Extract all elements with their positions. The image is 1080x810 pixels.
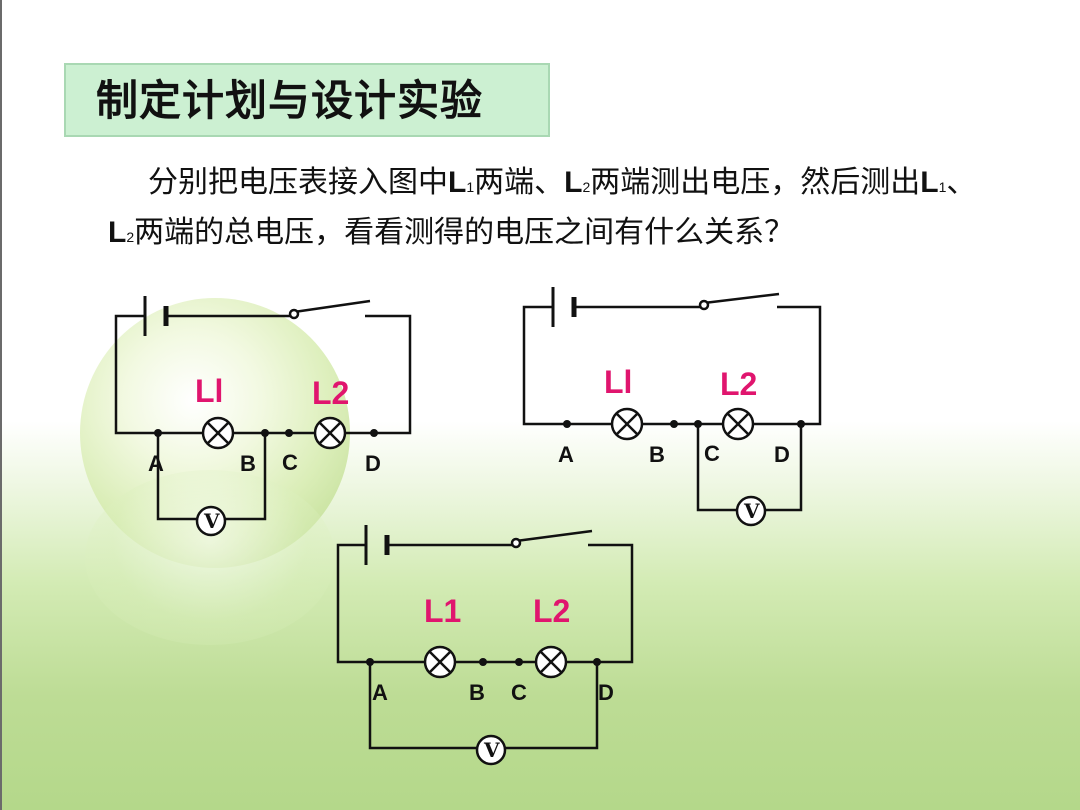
circuit-1-node-c-label: C xyxy=(282,450,298,475)
circuit-1-lamp-1-label: Ll xyxy=(195,373,223,409)
circuit-1-node-d-label: D xyxy=(365,451,381,476)
desc-text-3: 两端测出电压，然后测出 xyxy=(590,165,921,200)
circuit-2-lamp-1 xyxy=(610,407,644,441)
circuit-2-node-d-label: D xyxy=(774,442,790,467)
circuit-3 xyxy=(336,525,634,766)
circuit-2-voltmeter xyxy=(735,495,767,527)
circuit-1-node-d-dot xyxy=(370,429,378,437)
circuit-3-battery xyxy=(364,525,390,565)
circuit-3-voltmeter-label: V xyxy=(483,738,500,762)
circuit-1-switch xyxy=(288,299,371,320)
circuit-2-node-c-label: C xyxy=(704,441,720,466)
circuit-2-battery xyxy=(551,287,577,327)
desc-label-l1-second: L1 xyxy=(920,166,947,199)
circuit-1-lamp-1 xyxy=(201,416,235,450)
circuit-3-lamp-1-label: L1 xyxy=(424,593,461,629)
desc-text-1: 分别把电压表接入图中 xyxy=(148,165,448,200)
circuit-3-lamp-2 xyxy=(534,645,568,679)
desc-text-2: 两端、 xyxy=(474,165,565,200)
desc-text-5: 两端的总电压，看看测得的电压之间有什么关系？ xyxy=(134,215,795,250)
circuit-3-lamp-2-label: L2 xyxy=(533,593,570,629)
circuit-3-voltmeter-wire xyxy=(368,662,599,750)
circuit-1-lamp-2 xyxy=(313,416,347,450)
circuit-1 xyxy=(114,296,412,537)
circuit-1-node-c-dot xyxy=(285,429,293,437)
desc-label-l2-second: L2 xyxy=(108,216,135,249)
circuit-1-battery xyxy=(143,296,169,336)
circuit-3-node-c-dot xyxy=(515,658,523,666)
circuit-3-voltmeter xyxy=(475,734,507,766)
circuit-1-node-a-label: A xyxy=(148,451,164,476)
circuit-3-switch xyxy=(510,529,593,549)
circuit-3-node-b-dot xyxy=(479,658,487,666)
desc-label-l1: L1 xyxy=(448,166,475,199)
circuit-3-wire xyxy=(336,543,634,664)
circuit-2-node-a-dot xyxy=(563,420,571,428)
circuit-1-node-b-label: B xyxy=(240,451,256,476)
circuit-3-node-b-label: B xyxy=(469,680,485,705)
circuit-1-lamp-2-label: L2 xyxy=(312,375,349,411)
title-box: 制定计划与设计实验 xyxy=(64,63,550,137)
circuit-1-voltmeter-label: V xyxy=(203,509,220,533)
circuit-2-node-a-label: A xyxy=(558,442,574,467)
circuit-3-node-a-label: A xyxy=(372,680,388,705)
circuit-2-lamp-2 xyxy=(721,407,755,441)
circuit-2 xyxy=(522,287,822,527)
circuit-3-node-c-label: C xyxy=(511,680,527,705)
circuit-3-lamp-1 xyxy=(423,645,457,679)
circuit-3-node-d-label: D xyxy=(598,680,614,705)
experiment-description: 分别把电压表接入图中L1两端、L2两端测出电压，然后测出L1、L2两端的总电压，… xyxy=(108,160,988,260)
circuit-1-voltmeter xyxy=(195,505,227,537)
desc-label-l2: L2 xyxy=(564,166,591,199)
circuit-2-lamp-2-label: L2 xyxy=(720,366,757,402)
slide-left-border xyxy=(0,0,2,810)
circuit-2-voltmeter-label: V xyxy=(743,499,760,523)
circuit-2-lamp-1-label: Ll xyxy=(604,364,632,400)
slide-title: 制定计划与设计实验 xyxy=(96,76,484,125)
decorative-sphere-reflection xyxy=(85,470,335,645)
circuit-2-node-b-dot xyxy=(670,420,678,428)
desc-text-4: 、 xyxy=(946,165,977,200)
circuit-2-wire xyxy=(522,305,822,426)
circuit-2-node-b-label: B xyxy=(649,442,665,467)
circuit-2-switch xyxy=(698,292,780,311)
circuit-1-wire xyxy=(114,314,412,435)
